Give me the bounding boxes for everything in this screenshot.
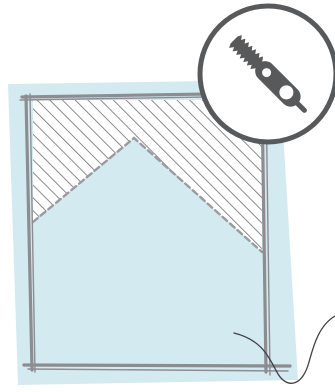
thread-tail [233, 315, 335, 384]
sawtooth-blade-icon [229, 35, 307, 113]
dashed-cut-line [31, 136, 264, 254]
